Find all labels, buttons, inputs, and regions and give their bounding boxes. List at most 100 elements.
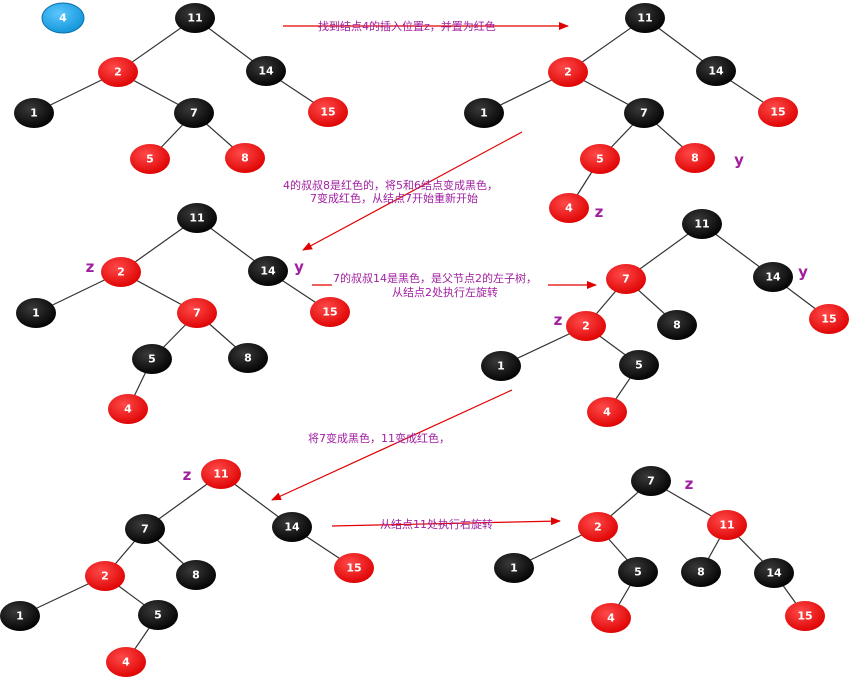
annotation-uncle-red-line1: 4的叔叔8是红色的，将5和6结点变成黑色， <box>283 178 498 192</box>
node-label: 7 <box>193 307 201 320</box>
arrow-step2-to-step3 <box>302 131 523 251</box>
node-circle-red <box>106 647 146 677</box>
node-circle-red <box>177 298 217 328</box>
node-label: 8 <box>691 152 699 165</box>
node-5: 5 <box>138 600 178 630</box>
node-circle-red <box>675 143 715 173</box>
node-circle-black <box>754 558 794 588</box>
node-1: 1 <box>14 98 54 128</box>
node-label: 11 <box>213 468 228 481</box>
node-label: 4 <box>607 612 615 625</box>
node-circle-red <box>108 394 148 424</box>
node-label: 1 <box>16 610 24 623</box>
node-label: 2 <box>101 570 109 583</box>
node-5: 5 <box>618 557 658 587</box>
node-label: 8 <box>673 319 681 332</box>
node-circle-black <box>228 343 268 373</box>
node-8: 8 <box>657 310 697 340</box>
marker-z: z <box>86 258 95 276</box>
node-label: 4 <box>565 202 573 215</box>
node-2: 2 <box>98 57 138 87</box>
marker-z: z <box>685 475 694 493</box>
node-circle-black <box>753 262 793 292</box>
node-label: 11 <box>694 218 709 231</box>
node-1: 1 <box>0 601 40 631</box>
node-11: 11 <box>707 510 747 540</box>
node-label: 2 <box>117 266 125 279</box>
node-label: 11 <box>187 12 202 25</box>
node-label: 4 <box>122 656 130 669</box>
node-7: 7 <box>631 466 671 496</box>
node-8: 8 <box>228 343 268 373</box>
node-5: 5 <box>619 350 659 380</box>
node-5: 5 <box>132 344 172 374</box>
node-circle-red <box>587 397 627 427</box>
marker-y: y <box>798 263 808 281</box>
node-label: 1 <box>497 360 505 373</box>
node-label: 11 <box>637 12 652 25</box>
node-11: 11 <box>201 459 241 489</box>
node-circle-black <box>624 98 664 128</box>
node-15: 15 <box>785 601 825 631</box>
node-label: 1 <box>32 307 40 320</box>
node-circle-red <box>85 561 125 591</box>
node-circle-black <box>16 298 56 328</box>
node-circle-red <box>606 264 646 294</box>
node-7: 7 <box>174 98 214 128</box>
node-8: 8 <box>675 143 715 173</box>
node-label: 2 <box>114 66 122 79</box>
node-label: 15 <box>770 106 785 119</box>
node-7: 7 <box>177 298 217 328</box>
node-label: 14 <box>260 265 276 278</box>
node-1: 1 <box>464 98 504 128</box>
node-circle-red <box>591 603 631 633</box>
node-7: 7 <box>624 98 664 128</box>
node-label: 11 <box>719 519 734 532</box>
annotation-uncle-red-line2: 7变成红色，从结点7开始重新开始 <box>310 191 478 205</box>
node-circle-black <box>0 601 40 631</box>
node-label: 14 <box>258 65 274 78</box>
node-label: 2 <box>594 521 602 534</box>
marker-z: z <box>595 203 604 221</box>
node-circle-red <box>578 512 618 542</box>
node-8: 8 <box>176 560 216 590</box>
node-label: 7 <box>647 475 655 488</box>
node-circle-black <box>681 557 721 587</box>
node-circle-black <box>174 98 214 128</box>
node-label: 15 <box>322 306 337 319</box>
arrows <box>271 22 597 527</box>
node-circle-black <box>619 350 659 380</box>
node-15: 15 <box>758 97 798 127</box>
node-circle-red <box>310 297 350 327</box>
arrow-step4-to-step5 <box>271 389 513 501</box>
node-label: 15 <box>821 313 836 326</box>
node-circle-black <box>696 56 736 86</box>
node-label: 14 <box>765 271 781 284</box>
node-circle-black <box>625 3 665 33</box>
node-5: 5 <box>130 144 170 174</box>
node-14: 14 <box>753 262 793 292</box>
node-15: 15 <box>334 553 374 583</box>
node-label: 15 <box>346 562 361 575</box>
node-4: 4 <box>591 603 631 633</box>
node-label: 15 <box>320 106 335 119</box>
node-circle-black <box>138 600 178 630</box>
node-label: 5 <box>634 566 642 579</box>
node-circle-black <box>618 557 658 587</box>
node-label: 14 <box>284 521 300 534</box>
node-label: 14 <box>766 567 782 580</box>
node-circle-black <box>272 512 312 542</box>
node-circle-black <box>682 209 722 239</box>
node-circle-red <box>707 510 747 540</box>
node-label: 7 <box>622 273 630 286</box>
node-4: 4 <box>108 394 148 424</box>
node-circle-black <box>177 203 217 233</box>
node-1: 1 <box>16 298 56 328</box>
node-label: 5 <box>154 609 162 622</box>
node-8: 8 <box>225 143 265 173</box>
node-label: 4 <box>124 403 132 416</box>
